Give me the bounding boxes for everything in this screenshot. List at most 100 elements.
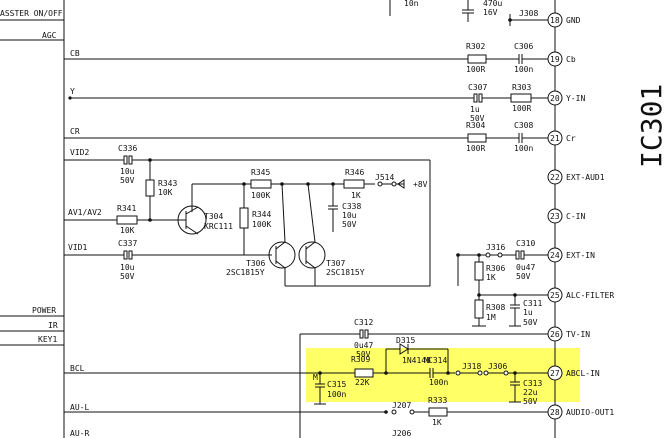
component-ref: C313 <box>523 379 542 388</box>
highlight-region <box>306 348 580 402</box>
jumper-label: J206 <box>392 429 411 438</box>
jumper-label: J318 <box>462 362 481 371</box>
component-value: 10u <box>120 263 135 272</box>
jumper-label: J207 <box>392 401 411 410</box>
component-ref: C338 <box>342 202 361 211</box>
ext-in-path: J316 C310 0u47 50V R306 1K R308 1M <box>456 239 548 327</box>
audio-out-path: J207 R333 1K J206 <box>64 396 548 438</box>
component-ref: C311 <box>523 299 542 308</box>
signal-label: BCL <box>70 364 85 373</box>
pin-name: EXT-IN <box>566 251 595 260</box>
component-ref: C336 <box>118 144 137 153</box>
diode-ref: D315 <box>396 336 415 345</box>
component-ref: R306 <box>486 264 505 273</box>
component-ref: R346 <box>345 168 364 177</box>
component-value: 1u <box>470 105 480 114</box>
component-value: 470u <box>483 0 502 8</box>
component-value: 100n <box>514 144 533 153</box>
component-ref: R333 <box>428 396 447 405</box>
component-ref: R344 <box>252 210 271 219</box>
signal-label: VID1 <box>68 243 87 252</box>
marker: M <box>424 356 429 365</box>
pin-name: Cr <box>566 134 576 143</box>
component-value: 100R <box>466 144 485 153</box>
component-value: 100R <box>466 65 485 74</box>
component-value: 0u47 <box>516 263 535 272</box>
cb-path: R302 100R C306 100n <box>64 42 548 74</box>
component-voltage: 50V <box>523 397 538 406</box>
signal-label: CR <box>70 127 80 136</box>
pin-number: 22 <box>550 173 560 182</box>
cr-path: R304 100R C308 100n <box>64 121 548 153</box>
pin-name: C-IN <box>566 212 585 221</box>
component-value: 1M <box>486 313 496 322</box>
jumper-label: J514 <box>375 173 394 182</box>
component-value: 1u <box>523 308 533 317</box>
pin-number: 18 <box>550 16 560 25</box>
y-path: C307 1u 50V R303 100R <box>68 83 548 123</box>
pin-name: Y-IN <box>566 94 585 103</box>
component-ref: C310 <box>516 239 535 248</box>
signal-label: ASSTER ON/OFF <box>0 9 63 18</box>
diode-part: 1N4148 <box>402 356 431 365</box>
component-ref: R343 <box>158 179 177 188</box>
component-ref: R345 <box>251 168 270 177</box>
marker: M <box>313 373 318 382</box>
component-ref: C337 <box>118 239 137 248</box>
jumper-label: J306 <box>488 362 507 371</box>
component-ref: R341 <box>117 204 136 213</box>
component-ref: R309 <box>351 355 370 364</box>
signal-label: IR <box>48 321 58 330</box>
component-value: 100K <box>252 220 271 229</box>
component-ref: R303 <box>512 83 531 92</box>
top-components: 10n 470u 16V J308 <box>389 0 548 26</box>
signal-label: AV1/AV2 <box>68 208 102 217</box>
component-ref: C306 <box>514 42 533 51</box>
component-value: 100n <box>429 378 448 387</box>
transistor-part: KRC111 <box>204 222 233 231</box>
pin-name: EXT-AUD1 <box>566 173 605 182</box>
component-voltage: 50V <box>516 272 531 281</box>
signal-label: VID2 <box>70 148 89 157</box>
component-value: 10n <box>404 0 419 8</box>
alc-filter-path: C311 1u 50V <box>479 293 548 327</box>
jumper-label: J308 <box>519 9 538 18</box>
pin-number: 20 <box>550 94 560 103</box>
component-value: 10u <box>120 167 135 176</box>
component-ref: C308 <box>514 121 533 130</box>
component-voltage: 50V <box>470 114 485 123</box>
component-value: 10K <box>120 226 135 235</box>
component-voltage: 50V <box>120 272 135 281</box>
component-value: 1K <box>486 273 496 282</box>
component-value: 22K <box>355 378 370 387</box>
pin-name: AUDIO-OUT1 <box>566 408 614 417</box>
tv-in-path: C312 0u47 50V <box>299 318 548 438</box>
jumper-label: J316 <box>486 243 505 252</box>
supply-label: +8V <box>413 180 428 189</box>
chip-name: IC301 <box>635 84 668 168</box>
pin-name: GND <box>566 16 581 25</box>
transistor-part: 2SC1815Y <box>326 268 365 277</box>
video-switch-network: C336 10u 50V R343 10K R345 100K R346 1K … <box>64 144 431 287</box>
signal-label: Y <box>70 87 75 96</box>
component-value: 10K <box>158 188 173 197</box>
pin-number: 24 <box>550 251 560 260</box>
signal-label: AGC <box>42 31 57 40</box>
left-signals: ASSTER ON/OFF AGC CB Y CR VID2 AV1/AV2 V… <box>0 9 102 438</box>
transistor-ref: T307 <box>326 259 345 268</box>
component-ref: C315 <box>327 380 346 389</box>
pin-number: 21 <box>550 134 560 143</box>
pin-number: 25 <box>550 291 560 300</box>
component-voltage: 50V <box>523 318 538 327</box>
transistor-ref: T306 <box>246 259 265 268</box>
component-value: 1K <box>351 191 361 200</box>
pin-number: 27 <box>550 369 560 378</box>
signal-label: KEY1 <box>38 335 57 344</box>
component-value: 1K <box>432 418 442 427</box>
component-value: 100R <box>512 104 531 113</box>
signal-label: AU-R <box>70 429 89 438</box>
signal-label: POWER <box>32 306 56 315</box>
component-voltage: 16V <box>483 8 498 17</box>
pin-number: 19 <box>550 55 560 64</box>
